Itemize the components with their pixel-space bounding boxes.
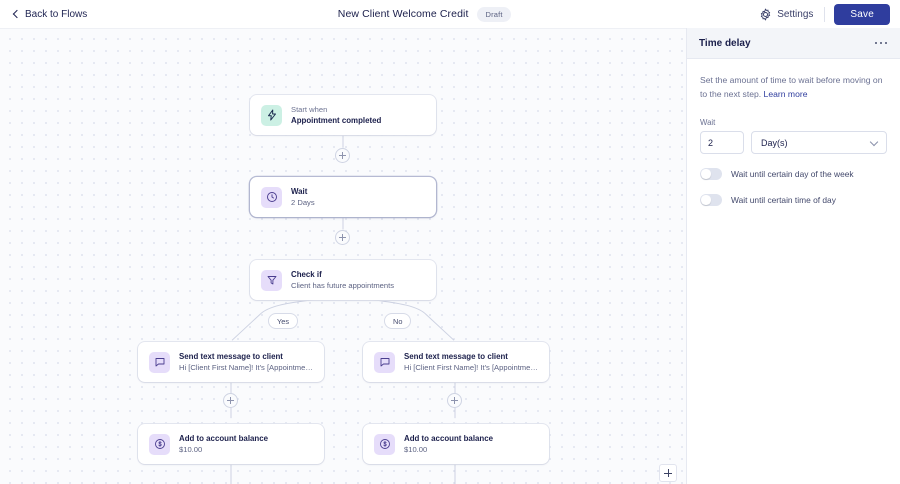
wait-controls-row: Day(s) <box>700 131 887 154</box>
node-send-text-no-text: Send text message to client Hi [Client F… <box>404 351 538 373</box>
toggle-certain-time-of-day-label: Wait until certain time of day <box>731 195 836 205</box>
settings-label: Settings <box>777 8 814 20</box>
node-add-balance-yes-title: Add to account balance <box>179 434 269 443</box>
node-add-balance-no-sub: $10.00 <box>404 445 428 454</box>
add-step-button-3[interactable] <box>223 393 238 408</box>
node-send-text-yes[interactable]: Send text message to client Hi [Client F… <box>138 342 324 382</box>
node-add-balance-no-text: Add to account balance $10.00 <box>404 433 493 455</box>
wait-field-label: Wait <box>700 118 716 127</box>
learn-more-link[interactable]: Learn more <box>763 89 808 99</box>
toggle-row-time-of-day[interactable]: Wait until certain time of day <box>700 194 887 206</box>
toolbar-divider <box>824 6 826 22</box>
flow-canvas[interactable]: Start when Appointment completed Wait 2 … <box>0 28 686 484</box>
dollar-circle-icon <box>149 433 170 455</box>
node-check-if-sub: Client has future appointments <box>291 281 394 290</box>
back-to-flows-label: Back to Flows <box>25 8 88 20</box>
message-icon <box>374 351 395 373</box>
node-send-text-yes-text: Send text message to client Hi [Client F… <box>179 351 313 373</box>
panel-title: Time delay <box>699 37 751 49</box>
wait-unit-select-wrap: Day(s) <box>751 131 887 154</box>
node-check-if-title: Check if <box>291 270 322 279</box>
node-check-if-text: Check if Client has future appointments <box>291 269 394 291</box>
add-step-button-2[interactable] <box>335 230 350 245</box>
node-add-balance-yes[interactable]: Add to account balance $10.00 <box>138 424 324 464</box>
node-wait-sub: 2 Days <box>291 198 315 207</box>
time-delay-panel: Time delay Set the amount of time to wai… <box>686 28 900 484</box>
panel-description-text: Set the amount of time to wait before mo… <box>700 75 883 99</box>
save-button[interactable]: Save <box>834 3 890 25</box>
node-add-balance-yes-text: Add to account balance $10.00 <box>179 433 268 455</box>
gear-icon <box>761 8 771 20</box>
flow-nodes: Start when Appointment completed Wait 2 … <box>0 29 686 484</box>
flow-title-group: New Client Welcome Credit Draft <box>91 6 757 22</box>
branch-label-yes: Yes <box>268 313 299 329</box>
node-send-text-no-sub: Hi [Client First Name]! It's [Appointmen… <box>404 363 538 372</box>
bolt-icon <box>261 104 282 126</box>
builder-body: Start when Appointment completed Wait 2 … <box>0 28 900 484</box>
toggle-certain-time-of-day[interactable] <box>700 194 722 206</box>
wait-amount-input[interactable] <box>700 131 744 154</box>
dollar-circle-icon <box>374 433 395 455</box>
wait-unit-value: Day(s) <box>761 137 788 148</box>
branch-label-no: No <box>384 313 412 329</box>
clock-icon <box>261 186 282 208</box>
add-step-button-1[interactable] <box>335 148 350 163</box>
filter-icon <box>261 269 282 291</box>
node-send-text-no-title: Send text message to client <box>404 352 508 361</box>
node-trigger-title: Appointment completed <box>291 116 382 125</box>
top-bar: Back to Flows New Client Welcome Credit … <box>0 0 900 28</box>
chevron-left-icon <box>12 10 20 18</box>
panel-body: Set the amount of time to wait before mo… <box>687 59 900 220</box>
toggle-certain-day-of-week-label: Wait until certain day of the week <box>731 169 854 179</box>
wait-unit-select[interactable]: Day(s) <box>751 131 887 154</box>
more-options-icon[interactable] <box>874 38 888 48</box>
panel-header: Time delay <box>687 28 900 59</box>
node-send-text-yes-sub: Hi [Client First Name]! It's [Appointmen… <box>179 363 313 372</box>
node-wait-title: Wait <box>291 187 308 196</box>
message-icon <box>149 351 170 373</box>
chevron-down-icon <box>871 139 878 146</box>
node-trigger[interactable]: Start when Appointment completed <box>250 95 436 135</box>
status-badge: Draft <box>477 6 511 22</box>
back-to-flows-button[interactable]: Back to Flows <box>8 6 91 23</box>
node-trigger-text: Start when Appointment completed <box>291 104 381 126</box>
settings-button[interactable]: Settings <box>757 5 815 24</box>
panel-description: Set the amount of time to wait before mo… <box>700 73 887 101</box>
node-send-text-yes-title: Send text message to client <box>179 352 283 361</box>
node-add-balance-no[interactable]: Add to account balance $10.00 <box>363 424 549 464</box>
node-trigger-kind: Start when <box>291 105 328 114</box>
zoom-in-button[interactable] <box>659 464 677 482</box>
toggle-row-day-of-week[interactable]: Wait until certain day of the week <box>700 168 887 180</box>
node-wait-text: Wait 2 Days <box>291 186 315 208</box>
top-bar-actions: Settings Save <box>757 3 890 25</box>
node-add-balance-yes-sub: $10.00 <box>179 445 203 454</box>
page-title: New Client Welcome Credit <box>337 8 469 20</box>
node-add-balance-no-title: Add to account balance <box>404 434 494 443</box>
toggle-certain-day-of-week[interactable] <box>700 168 722 180</box>
node-check-if[interactable]: Check if Client has future appointments <box>250 260 436 300</box>
node-wait[interactable]: Wait 2 Days <box>250 177 436 217</box>
add-step-button-4[interactable] <box>447 393 462 408</box>
node-send-text-no[interactable]: Send text message to client Hi [Client F… <box>363 342 549 382</box>
